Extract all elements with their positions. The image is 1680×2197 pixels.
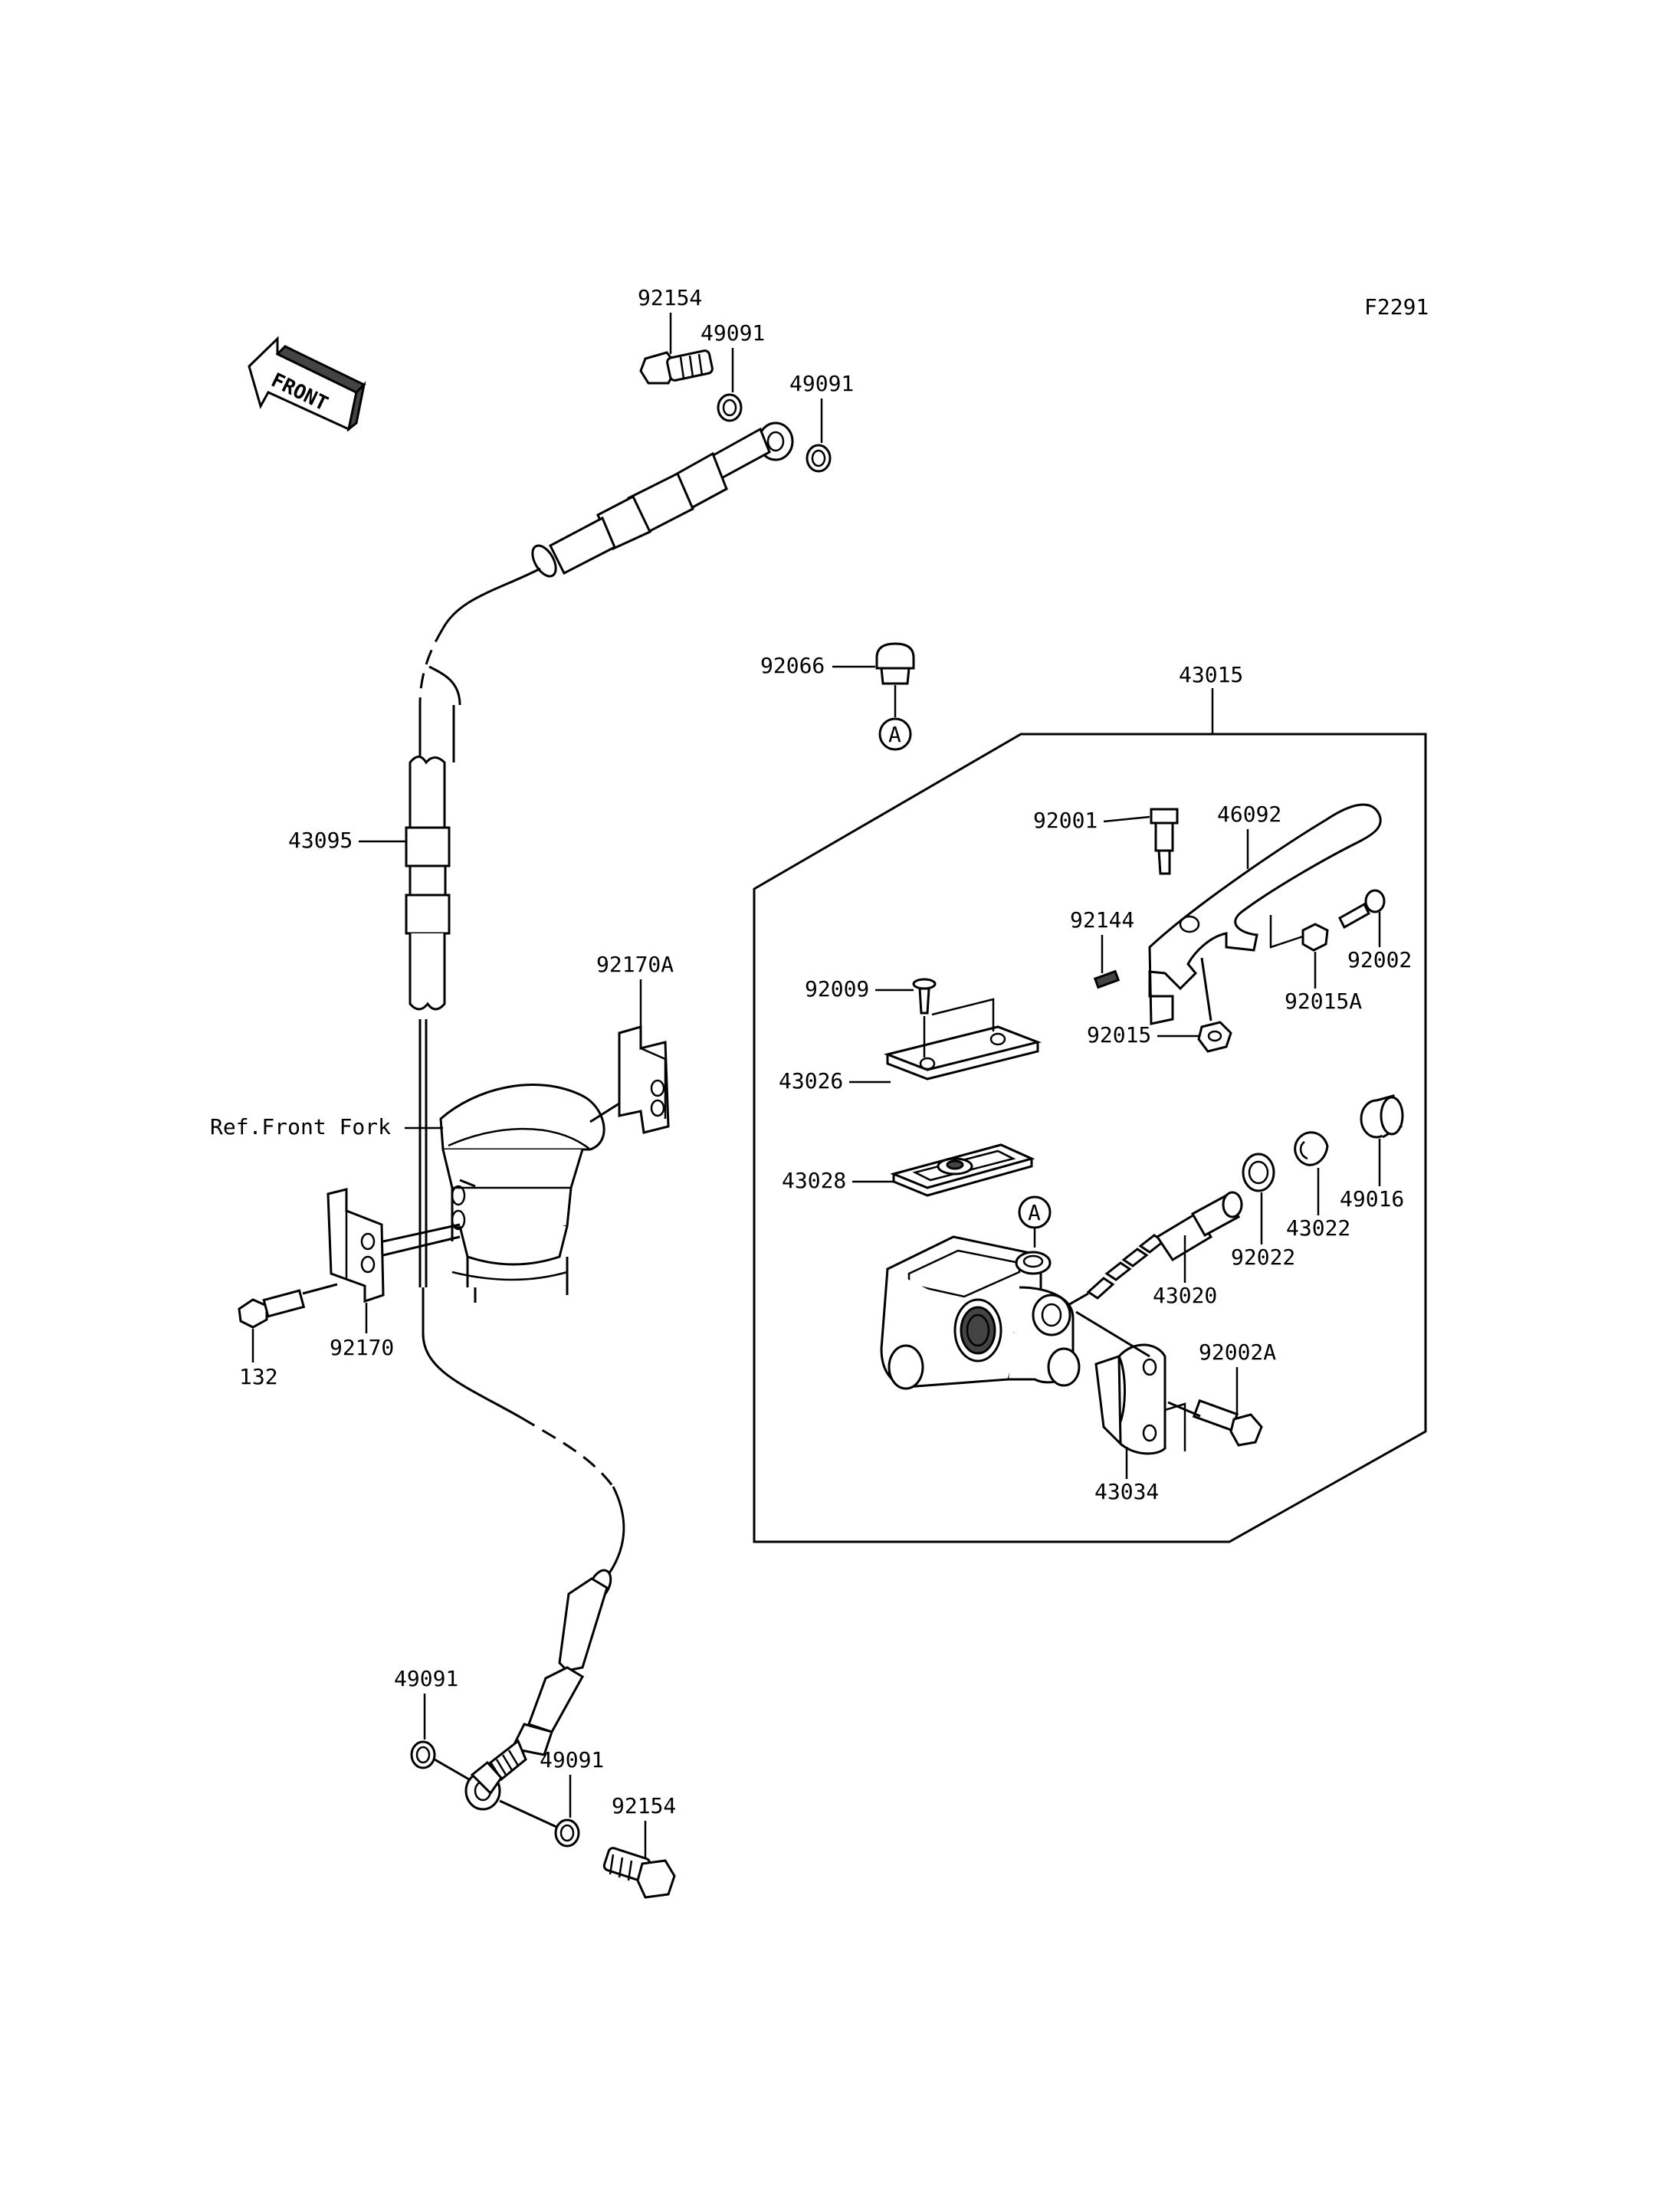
label-46092: 46092 [1217, 802, 1281, 827]
label-43095: 43095 [288, 828, 353, 853]
pivot-bolt-92001 [1150, 808, 1179, 875]
label-92022: 92022 [1231, 1244, 1295, 1270]
label-92170A: 92170A [596, 952, 674, 977]
label-49091-top-right: 49091 [789, 371, 854, 396]
label-49091-top-left: 49091 [701, 320, 765, 346]
clamp-43034 [1094, 1343, 1166, 1455]
marker-a-top [878, 717, 912, 751]
label-92066: 92066 [760, 653, 825, 678]
washer-49091-top-left [717, 393, 743, 422]
brake-hose-upper-fitting [531, 421, 794, 578]
marker-a-top-label: A [888, 722, 901, 747]
label-43034: 43034 [1094, 1479, 1159, 1504]
label-92009: 92009 [805, 976, 869, 1002]
adjuster-screw-92002 [1338, 889, 1386, 930]
nut-92015 [1197, 1021, 1232, 1053]
banjo-bolt-bottom [602, 1847, 676, 1899]
washer-49091-bot-left [410, 1740, 436, 1769]
label-92170: 92170 [330, 1335, 394, 1360]
hose-clamp-92170 [326, 1179, 476, 1303]
banjo-bolt-top [639, 349, 714, 385]
label-132: 132 [239, 1364, 278, 1389]
marker-a-body-label: A [1028, 1200, 1041, 1225]
circlip-43022 [1294, 1131, 1329, 1166]
diaphragm-43028 [890, 1143, 1035, 1197]
washer-92022 [1242, 1153, 1275, 1192]
boot-49016 [1360, 1094, 1404, 1139]
label-43022: 43022 [1286, 1215, 1350, 1241]
hose-clamp-92170A [589, 1025, 670, 1134]
master-cylinder-body [880, 1235, 1081, 1390]
label-43026: 43026 [779, 1068, 843, 1094]
label-49091-bot-right: 49091 [540, 1747, 604, 1772]
bolt-132 [238, 1283, 338, 1329]
assembly-43015-box [753, 733, 1427, 1543]
label-92154-bot: 92154 [612, 1793, 676, 1818]
screw-92009 [912, 978, 937, 1015]
label-92001: 92001 [1033, 808, 1098, 833]
label-49091-bot-left: 49091 [394, 1666, 458, 1691]
brake-hose-43095 [405, 756, 451, 1011]
callouts: 92154 49091 49091 92066 43015 43095 9217… [239, 285, 1412, 1858]
label-43028: 43028 [782, 1168, 846, 1193]
cap-92066 [875, 642, 915, 685]
brake-hose-lower-fitting [464, 1569, 612, 1811]
label-92154-top: 92154 [638, 285, 702, 310]
front-arrow-icon: FRONT [248, 336, 366, 432]
label-92015A: 92015A [1285, 989, 1362, 1014]
bolt-92002A [1192, 1399, 1263, 1447]
label-92144: 92144 [1070, 907, 1134, 933]
label-43015: 43015 [1179, 662, 1243, 687]
front-fork [439, 1084, 605, 1303]
spring-92144 [1093, 969, 1121, 989]
brake-hose-upper [441, 567, 541, 629]
washer-49091-bot-right [554, 1818, 580, 1848]
label-92015: 92015 [1087, 1022, 1151, 1048]
nut-92015A [1301, 923, 1329, 952]
label-49016: 49016 [1340, 1186, 1404, 1212]
label-43020: 43020 [1153, 1283, 1217, 1308]
label-92002: 92002 [1347, 947, 1412, 972]
label-92002A: 92002A [1199, 1340, 1276, 1365]
brake-lever-46092 [1148, 803, 1382, 1025]
ref-note: Ref.Front Fork [210, 1114, 391, 1139]
washer-49091-top-right [806, 444, 832, 473]
diagram-code: F2291 [1364, 294, 1429, 320]
reservoir-cap-43026 [884, 1025, 1042, 1080]
